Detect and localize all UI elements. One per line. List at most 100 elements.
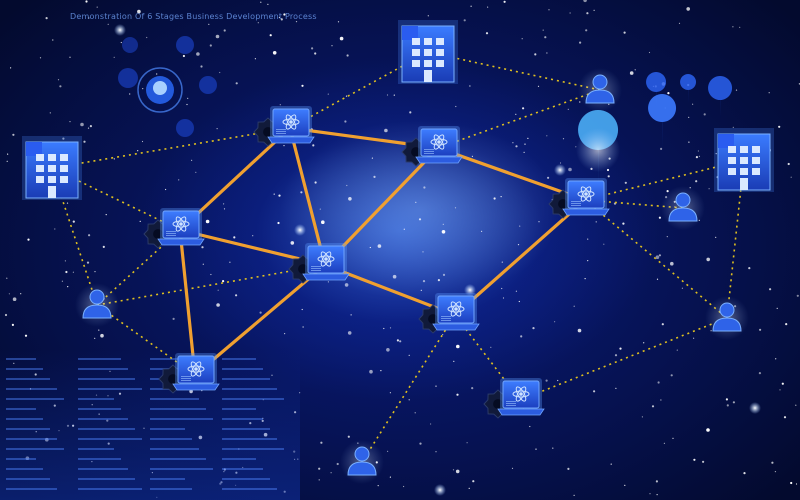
star — [423, 186, 426, 189]
star — [283, 13, 286, 16]
bright-star — [294, 224, 306, 236]
star — [472, 480, 475, 483]
star — [389, 327, 392, 329]
star — [656, 494, 658, 496]
star — [501, 287, 503, 290]
dotted-link — [96, 304, 196, 376]
star — [471, 387, 474, 390]
star — [24, 334, 28, 337]
star — [623, 31, 626, 34]
star — [622, 222, 625, 225]
star — [779, 389, 781, 391]
star — [739, 26, 741, 28]
star — [579, 101, 581, 103]
star — [688, 141, 690, 143]
star — [392, 274, 397, 279]
building-right — [714, 128, 774, 192]
star — [610, 463, 612, 465]
star — [7, 153, 9, 155]
star — [500, 196, 502, 198]
star — [389, 392, 391, 394]
star — [278, 16, 280, 19]
star — [260, 1, 262, 3]
star — [544, 36, 547, 39]
star — [658, 216, 662, 219]
user-right — [705, 296, 749, 340]
star — [339, 36, 344, 41]
star — [371, 157, 373, 159]
star — [768, 92, 770, 94]
star — [196, 52, 200, 56]
star — [20, 293, 22, 295]
star — [706, 428, 710, 432]
star — [320, 441, 323, 444]
star — [769, 288, 772, 291]
data-line — [222, 408, 256, 410]
star — [517, 244, 520, 246]
data-line — [78, 438, 142, 440]
star — [743, 472, 746, 475]
star — [456, 344, 460, 349]
data-line — [6, 358, 36, 360]
star — [661, 323, 664, 326]
star — [69, 56, 71, 58]
data-line — [78, 478, 135, 480]
star — [384, 128, 388, 133]
star — [107, 23, 109, 25]
star — [229, 261, 231, 263]
star — [524, 143, 526, 145]
star — [441, 230, 446, 234]
star — [656, 278, 659, 280]
data-line — [222, 478, 270, 480]
star — [715, 236, 717, 238]
star — [284, 333, 286, 335]
star — [87, 127, 90, 129]
star — [311, 47, 314, 50]
star — [6, 277, 8, 279]
star — [235, 82, 238, 85]
star — [795, 483, 798, 485]
star — [735, 89, 738, 91]
star — [501, 261, 503, 263]
laptop-2 — [401, 126, 463, 167]
star — [562, 138, 565, 140]
star — [219, 71, 221, 74]
star — [615, 387, 617, 389]
dotted-link — [519, 317, 728, 401]
star — [575, 146, 577, 148]
star — [165, 188, 167, 191]
star — [520, 335, 523, 338]
star — [706, 257, 710, 262]
star — [64, 260, 66, 262]
data-line — [78, 368, 128, 370]
star — [515, 113, 517, 115]
star — [698, 155, 701, 157]
star — [537, 85, 540, 87]
star — [503, 0, 506, 3]
star — [223, 208, 226, 210]
star — [660, 399, 662, 401]
star — [414, 412, 416, 414]
star — [344, 283, 349, 287]
star — [49, 112, 51, 114]
star — [39, 57, 42, 59]
star — [455, 469, 460, 474]
star — [186, 103, 188, 106]
star — [408, 399, 410, 401]
data-line — [222, 388, 277, 390]
star — [678, 22, 681, 24]
star — [726, 404, 729, 407]
star — [257, 22, 259, 24]
star — [383, 327, 385, 330]
star — [403, 228, 405, 230]
user-top-right — [578, 68, 622, 112]
star — [515, 290, 518, 292]
user-bottom — [340, 440, 384, 484]
user-left — [75, 283, 119, 327]
star — [319, 208, 321, 210]
star — [113, 158, 115, 160]
star — [419, 442, 422, 445]
star — [725, 398, 729, 401]
star — [254, 58, 256, 60]
hologram-pins — [576, 72, 733, 192]
